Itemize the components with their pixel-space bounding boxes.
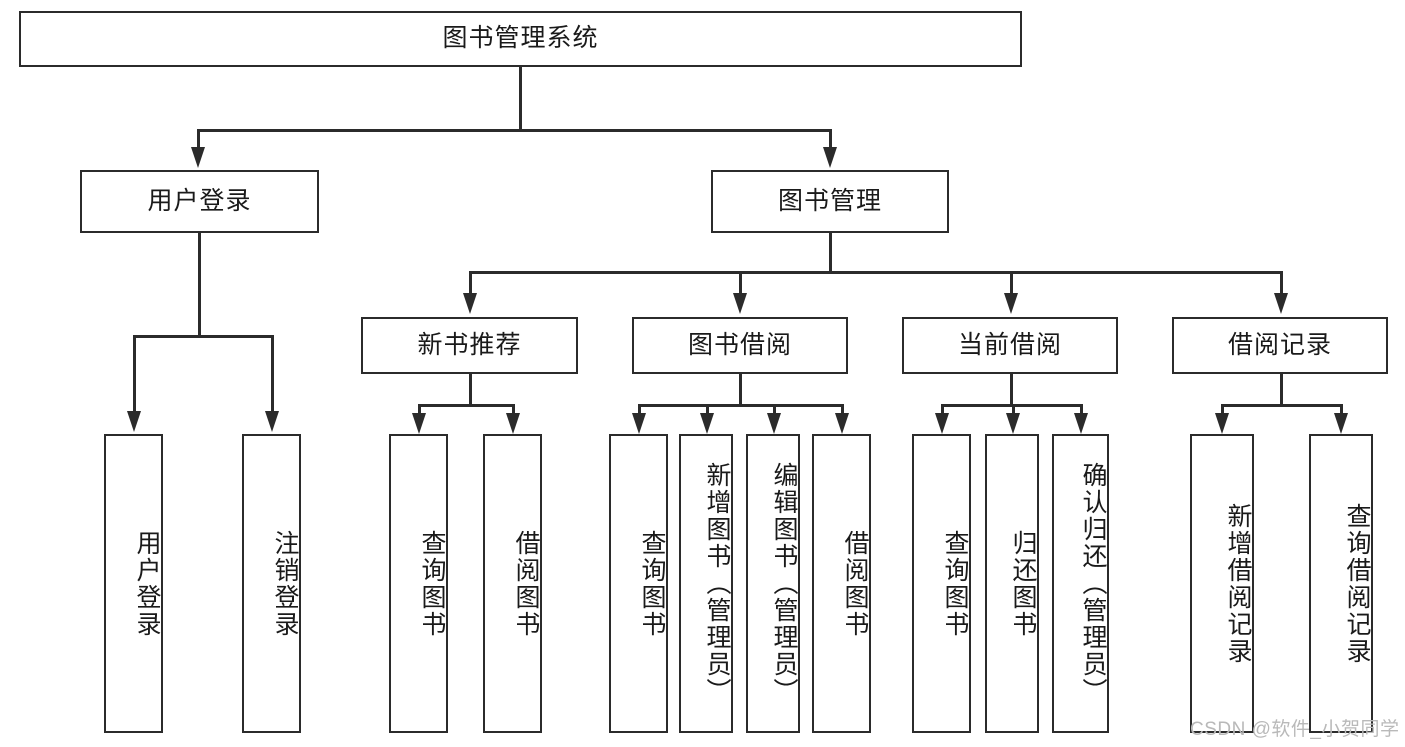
connector-new-book-recommend-bus <box>418 404 513 407</box>
node-label: 借阅图书 <box>512 529 540 638</box>
node-label: 借阅图书 <box>841 529 869 638</box>
arrowhead-leaf-logout-login <box>265 411 279 432</box>
node-new-book-recommend[interactable]: 新书推荐 <box>361 317 578 374</box>
node-label: 编辑图书（管理员） <box>770 462 798 705</box>
connector-drop-leaf-user-login <box>133 335 136 413</box>
connector-book-borrow-bus <box>638 404 842 407</box>
connector-borrow-record-bus <box>1221 404 1341 407</box>
node-book-borrow[interactable]: 图书借阅 <box>632 317 848 374</box>
node-label: 图书管理 <box>777 186 882 215</box>
node-label: 注销登录 <box>271 529 299 638</box>
node-label: 查询图书 <box>638 529 666 638</box>
node-leaf-edit-book[interactable]: 编辑图书（管理员） <box>746 434 800 733</box>
arrowhead-leaf-user-login <box>127 411 141 432</box>
node-label: 用户登录 <box>147 186 252 215</box>
connector-book-management-stem <box>829 233 832 271</box>
node-leaf-return-book[interactable]: 归还图书 <box>985 434 1039 733</box>
node-label: 当前借阅 <box>957 330 1062 359</box>
node-leaf-logout-login[interactable]: 注销登录 <box>242 434 301 733</box>
node-book-management-system[interactable]: 图书管理系统 <box>19 11 1022 67</box>
connector-drop-leaf-return-book <box>1012 404 1015 416</box>
arrowhead-leaf-confirm-return <box>1074 413 1088 434</box>
connector-drop-leaf-query-book-1 <box>418 404 421 416</box>
node-label: 新书推荐 <box>417 330 522 359</box>
node-leaf-query-borrow-record[interactable]: 查询借阅记录 <box>1309 434 1373 733</box>
node-label: 确认归还（管理员） <box>1079 462 1107 705</box>
node-label: 图书管理系统 <box>442 24 599 53</box>
node-label: 新增借阅记录 <box>1224 502 1252 665</box>
connector-drop-user-login <box>197 129 200 151</box>
arrowhead-leaf-return-book <box>1006 413 1020 434</box>
arrowhead-leaf-borrow-book-2 <box>835 413 849 434</box>
node-label: 归还图书 <box>1009 529 1037 638</box>
arrowhead-current-borrow <box>1004 293 1018 314</box>
arrowhead-leaf-add-borrow-record <box>1215 413 1229 434</box>
connector-user-login-stem <box>198 233 201 335</box>
node-label: 图书借阅 <box>687 330 792 359</box>
connector-current-borrow-stem <box>1010 374 1013 404</box>
node-leaf-add-book[interactable]: 新增图书（管理员） <box>679 434 733 733</box>
connector-drop-leaf-add-borrow-record <box>1221 404 1224 416</box>
arrowhead-leaf-query-book-3 <box>935 413 949 434</box>
connector-drop-leaf-borrow-book-2 <box>841 404 844 416</box>
connector-drop-leaf-logout-login <box>271 335 274 413</box>
node-label: 新增图书（管理员） <box>703 462 731 705</box>
node-label: 查询借阅记录 <box>1343 502 1371 665</box>
connector-drop-leaf-add-book <box>706 404 709 416</box>
arrowhead-leaf-query-book-2 <box>632 413 646 434</box>
connector-root-bus <box>197 129 831 132</box>
arrowhead-leaf-borrow-book-1 <box>506 413 520 434</box>
connector-drop-leaf-query-book-3 <box>941 404 944 416</box>
node-label: 查询图书 <box>418 529 446 638</box>
connector-book-management-bus <box>469 271 1282 274</box>
connector-drop-book-management <box>829 129 832 151</box>
connector-drop-borrow-record <box>1280 271 1283 295</box>
connector-current-borrow-bus <box>941 404 1081 407</box>
arrowhead-book-borrow <box>733 293 747 314</box>
node-leaf-user-login[interactable]: 用户登录 <box>104 434 163 733</box>
node-label: 查询图书 <box>941 529 969 638</box>
connector-drop-leaf-borrow-book-1 <box>512 404 515 416</box>
node-leaf-query-book-3[interactable]: 查询图书 <box>912 434 971 733</box>
node-leaf-query-book-2[interactable]: 查询图书 <box>609 434 668 733</box>
connector-new-book-recommend-stem <box>469 374 472 404</box>
arrowhead-book-management <box>823 147 837 168</box>
node-user-login[interactable]: 用户登录 <box>80 170 319 233</box>
connector-book-borrow-stem <box>739 374 742 404</box>
node-leaf-query-book-1[interactable]: 查询图书 <box>389 434 448 733</box>
arrowhead-borrow-record <box>1274 293 1288 314</box>
node-current-borrow[interactable]: 当前借阅 <box>902 317 1118 374</box>
node-label: 用户登录 <box>133 529 161 638</box>
connector-user-login-bus <box>133 335 273 338</box>
node-leaf-borrow-book-2[interactable]: 借阅图书 <box>812 434 871 733</box>
node-leaf-borrow-book-1[interactable]: 借阅图书 <box>483 434 542 733</box>
node-leaf-add-borrow-record[interactable]: 新增借阅记录 <box>1190 434 1254 733</box>
arrowhead-leaf-add-book <box>700 413 714 434</box>
arrowhead-leaf-edit-book <box>767 413 781 434</box>
connector-drop-book-borrow <box>739 271 742 295</box>
connector-drop-current-borrow <box>1010 271 1013 295</box>
connector-borrow-record-stem <box>1280 374 1283 404</box>
arrowhead-new-book-recommend <box>463 293 477 314</box>
arrowhead-leaf-query-borrow-record <box>1334 413 1348 434</box>
connector-root-stem <box>519 67 522 129</box>
connector-drop-leaf-edit-book <box>773 404 776 416</box>
connector-drop-leaf-query-borrow-record <box>1340 404 1343 416</box>
node-label: 借阅记录 <box>1227 330 1332 359</box>
arrowhead-user-login <box>191 147 205 168</box>
watermark-text: CSDN @软件_小贺同学 <box>1190 719 1400 740</box>
node-book-management[interactable]: 图书管理 <box>711 170 949 233</box>
node-borrow-record[interactable]: 借阅记录 <box>1172 317 1388 374</box>
connector-drop-new-book-recommend <box>469 271 472 295</box>
arrowhead-leaf-query-book-1 <box>412 413 426 434</box>
connector-drop-leaf-confirm-return <box>1080 404 1083 416</box>
node-leaf-confirm-return[interactable]: 确认归还（管理员） <box>1052 434 1109 733</box>
connector-drop-leaf-query-book-2 <box>638 404 641 416</box>
